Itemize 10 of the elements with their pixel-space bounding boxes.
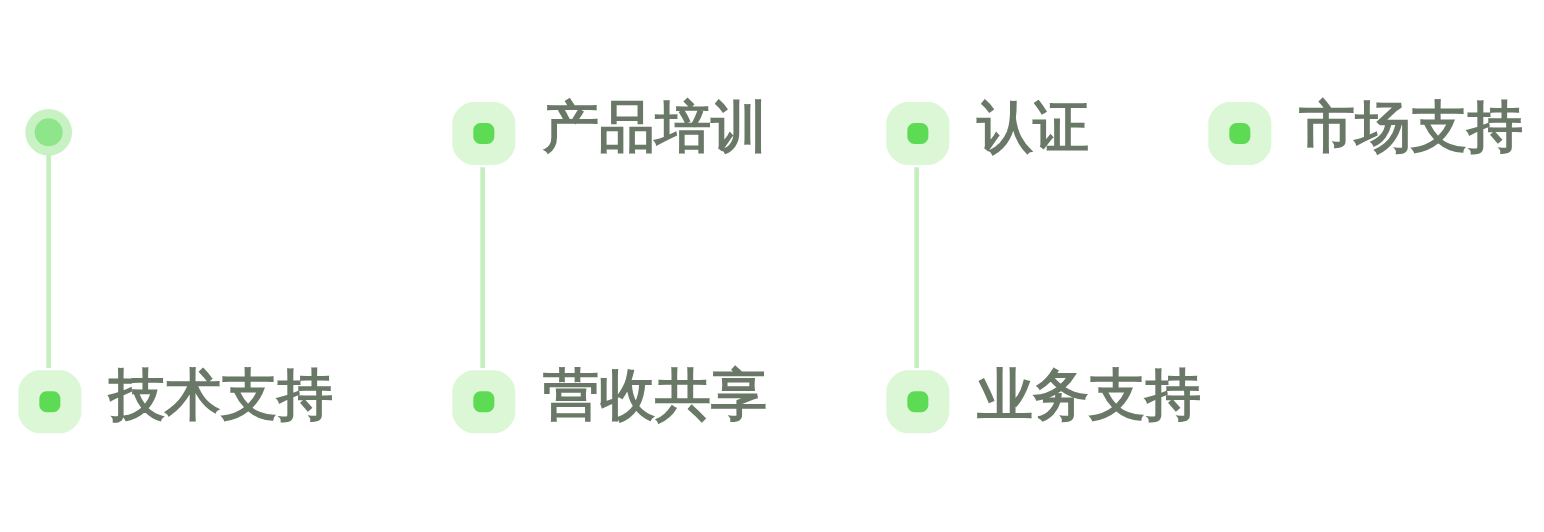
connector xyxy=(480,166,485,368)
node-label: 市场支持 xyxy=(1299,93,1524,159)
connector xyxy=(46,152,51,368)
node-label: 认证 xyxy=(977,93,1090,159)
node-label: 业务支持 xyxy=(977,361,1202,427)
node-label: 营收共享 xyxy=(543,361,768,427)
node-label: 产品培训 xyxy=(543,93,768,159)
connector xyxy=(914,166,919,368)
node-circle xyxy=(25,108,72,156)
node-label: 技术支持 xyxy=(109,361,334,427)
